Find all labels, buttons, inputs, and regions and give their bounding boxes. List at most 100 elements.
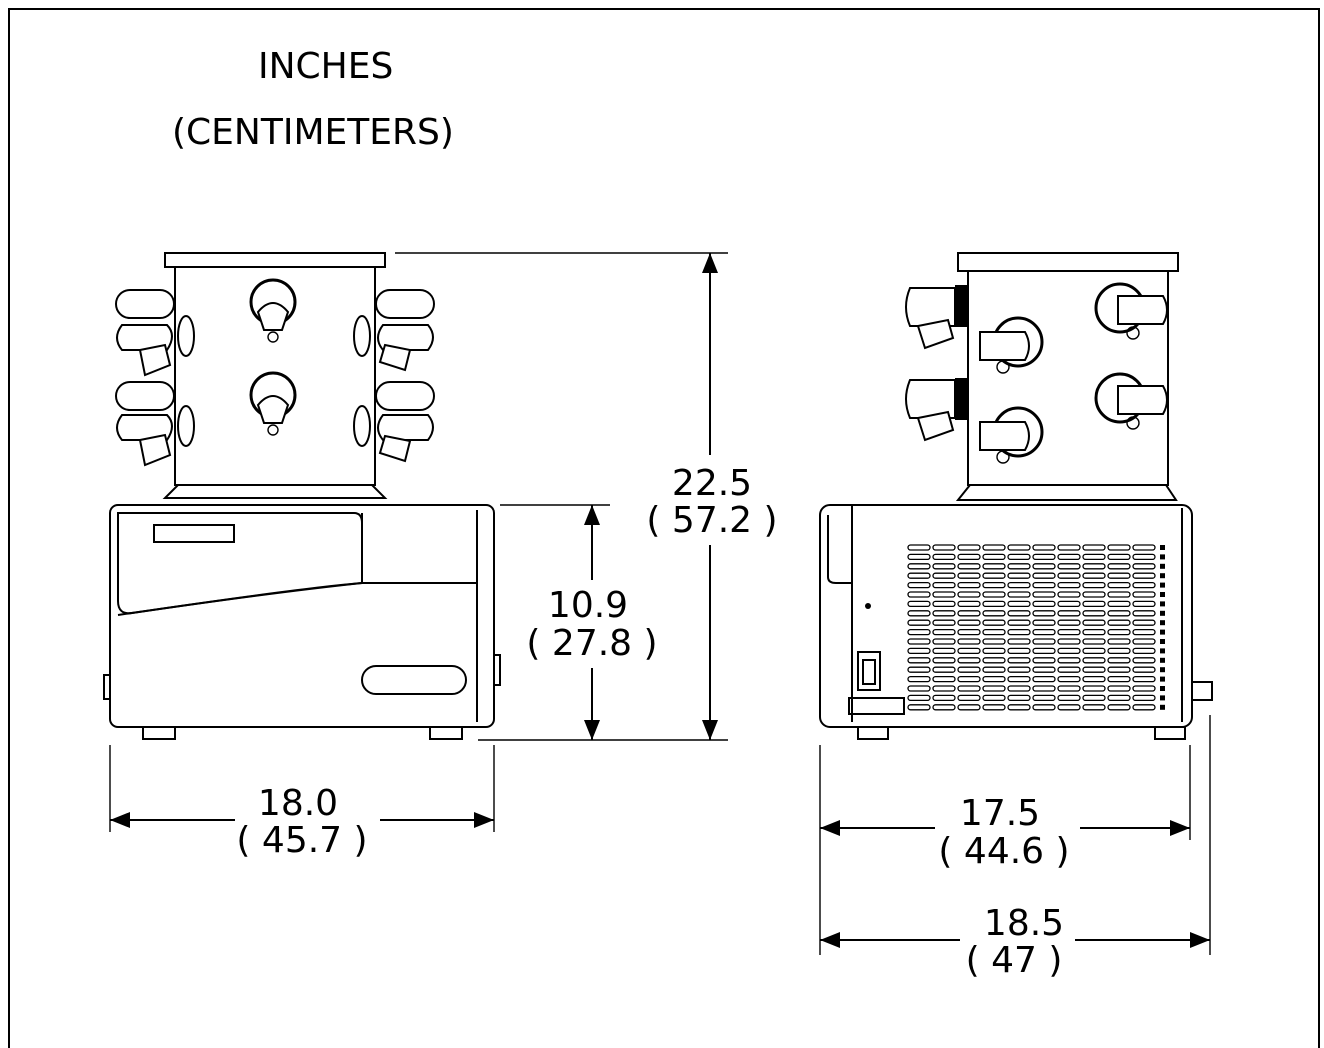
side-left-flasks: [905, 285, 967, 442]
side-front-ports: [979, 316, 1044, 464]
vent-slot: [982, 600, 1006, 608]
vent-slot: [1082, 610, 1106, 617]
side-chamber-collar: [955, 484, 1178, 501]
vent-slot: [1032, 694, 1056, 702]
dim-side-depth: 17.5 ( 44.6 ): [819, 745, 1191, 955]
vent-slot: [1032, 638, 1056, 645]
vent-slot: [932, 666, 956, 673]
dim-side-depth-overall: 18.5 ( 47 ): [820, 715, 1211, 981]
vent-slot: [1132, 572, 1156, 579]
vent-slot: [1132, 638, 1156, 645]
vent-slot: [1032, 610, 1056, 617]
vent-slot: [1057, 600, 1081, 608]
vent-slot-end: [1160, 639, 1165, 644]
vent-slot: [1032, 553, 1056, 561]
vent-slot: [957, 600, 981, 608]
vent-slot: [1107, 694, 1131, 702]
front-chamber: [174, 266, 376, 486]
vent-slot: [1007, 628, 1031, 636]
vent-slot: [1082, 591, 1106, 598]
vent-slot: [1132, 591, 1156, 598]
vent-slot: [1107, 619, 1131, 626]
dim-overall-height: 22.5 ( 57.2 ): [395, 252, 778, 741]
vent-slot: [1082, 675, 1106, 683]
vent-slot: [1032, 572, 1056, 579]
vent-slot: [1007, 544, 1031, 551]
dim-side-depth-in: 17.5: [960, 793, 1040, 834]
vent-slot: [1032, 619, 1056, 626]
vent-slot: [982, 657, 1006, 664]
vent-slot: [1032, 544, 1056, 551]
vent-slot: [1032, 685, 1056, 692]
dim-base-height: 10.9 ( 27.8 ): [500, 504, 658, 740]
vent-slot: [1032, 647, 1056, 655]
vent-slot: [1132, 600, 1156, 608]
vent-slot: [1057, 591, 1081, 598]
vent-slot: [1107, 544, 1131, 551]
vent-slot-end: [1160, 648, 1165, 654]
vent-slot: [1007, 591, 1031, 598]
side-foot-right: [1154, 726, 1186, 740]
vent-slot: [1057, 694, 1081, 702]
vent-slot: [1107, 553, 1131, 561]
front-foot-right: [429, 726, 463, 740]
vent-slot: [907, 647, 931, 655]
front-left-switch: [103, 674, 111, 700]
vent-slot: [932, 544, 956, 551]
vent-slot: [1082, 544, 1106, 551]
front-right-switch: [493, 654, 501, 686]
vent-slot: [932, 647, 956, 655]
vent-slot: [957, 666, 981, 673]
vent-slot: [1007, 600, 1031, 608]
vent-slot: [1007, 572, 1031, 579]
vent-slot: [1132, 647, 1156, 655]
vent-slot: [907, 685, 931, 692]
vent-slot: [1007, 553, 1031, 561]
vent-slot: [1007, 581, 1031, 589]
vent-slot: [1032, 628, 1056, 636]
side-vent-grill: [907, 544, 1165, 711]
vent-slot: [932, 572, 956, 579]
vent-slot: [1032, 581, 1056, 589]
dim-overall-height-in: 22.5: [672, 463, 752, 504]
vent-slot: [932, 563, 956, 570]
vent-slot-end: [1160, 686, 1165, 691]
vent-slot: [1082, 666, 1106, 673]
dim-base-height-in: 10.9: [548, 585, 628, 626]
vent-slot: [982, 572, 1006, 579]
vent-slot-end: [1160, 667, 1165, 673]
vent-slot: [932, 610, 956, 617]
vent-slot: [982, 638, 1006, 645]
vent-slot: [907, 657, 931, 664]
vent-slot: [1032, 657, 1056, 664]
vent-slot-end: [1160, 601, 1165, 607]
vent-slot: [1082, 619, 1106, 626]
vent-slot: [1132, 628, 1156, 636]
side-foot-left: [857, 726, 889, 740]
vent-slot: [957, 619, 981, 626]
dim-side-depth-overall-in: 18.5: [984, 903, 1064, 944]
vent-slot: [957, 657, 981, 664]
vent-slot-end: [1160, 573, 1165, 579]
vent-slot: [932, 628, 956, 636]
vent-slot: [1082, 600, 1106, 608]
vent-slot: [1132, 666, 1156, 673]
vent-slot: [957, 610, 981, 617]
vent-slot: [1057, 647, 1081, 655]
vent-slot: [1107, 647, 1131, 655]
vent-slot: [982, 675, 1006, 683]
vent-slot: [1032, 704, 1056, 711]
vent-slot-end: [1160, 554, 1165, 560]
vent-slot: [1132, 657, 1156, 664]
vent-slot: [1007, 694, 1031, 702]
vent-slot: [1057, 544, 1081, 551]
vent-slot: [1082, 563, 1106, 570]
front-foot-left: [142, 726, 176, 740]
vent-slot: [957, 694, 981, 702]
vent-slot: [932, 694, 956, 702]
front-chamber-collar: [162, 484, 388, 499]
vent-slot: [907, 553, 931, 561]
vent-slot: [957, 544, 981, 551]
vent-slot: [1132, 563, 1156, 570]
